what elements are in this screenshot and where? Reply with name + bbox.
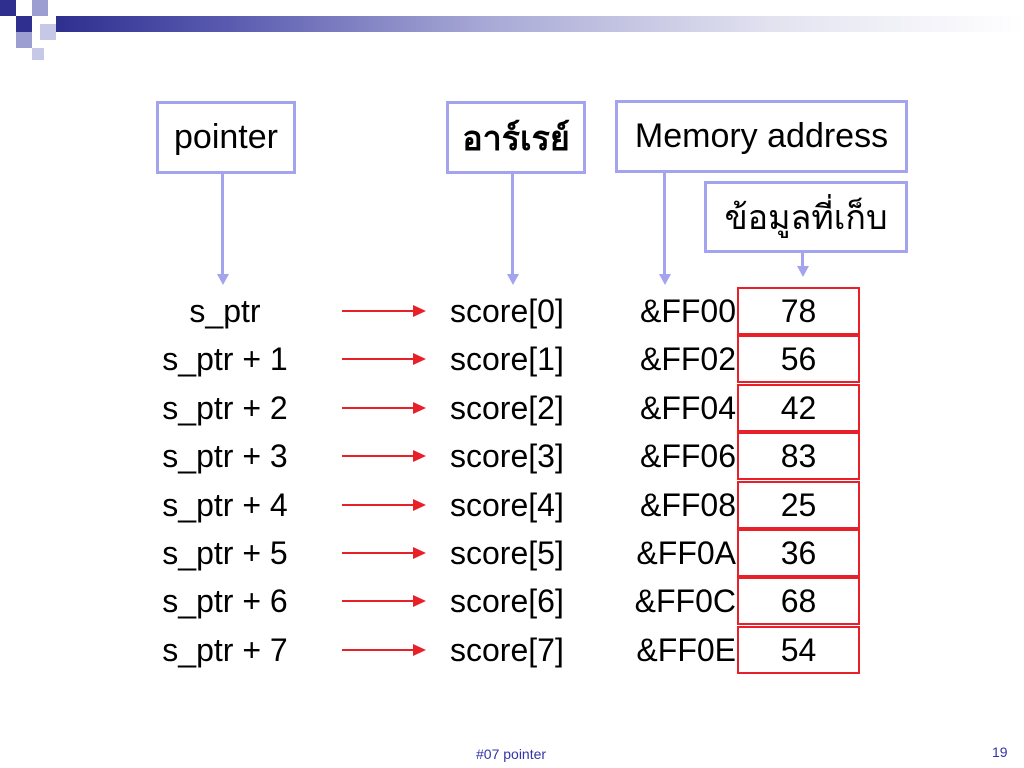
array-connector-arrow-icon xyxy=(507,274,519,285)
stored-data-connector-arrow-icon xyxy=(797,266,809,277)
memory-address-label-box: Memory address xyxy=(615,100,908,173)
memory-address: &FF00 xyxy=(639,293,736,329)
array-element: score[7] xyxy=(450,632,564,668)
points-to-arrow-icon xyxy=(342,644,426,656)
pointer-expression: s_ptr + 4 xyxy=(162,487,288,523)
memory-address-connector-line xyxy=(663,173,666,274)
memory-address: &FF0E xyxy=(636,632,736,668)
memory-address: &FF02 xyxy=(639,341,736,377)
pointer-expression: s_ptr + 3 xyxy=(162,438,288,474)
points-to-arrow-icon xyxy=(342,402,426,414)
stored-value-cell: 83 xyxy=(737,432,860,480)
stored-value-cell: 54 xyxy=(737,626,860,674)
array-element: score[4] xyxy=(450,487,564,523)
array-element: score[1] xyxy=(450,341,564,377)
page-number: 19 xyxy=(992,744,1008,760)
array-element: score[3] xyxy=(450,438,564,474)
array-connector-line xyxy=(511,174,514,274)
stored-data-label-box: ข้อมูลที่เก็บ xyxy=(704,181,908,253)
pointer-connector-arrow-icon xyxy=(217,274,229,285)
pointer-expression: s_ptr + 2 xyxy=(162,390,288,426)
memory-address-label: Memory address xyxy=(634,117,889,155)
memory-address: &FF0C xyxy=(634,583,736,619)
stored-value-cell: 42 xyxy=(737,384,860,432)
stored-value-cell: 68 xyxy=(737,577,860,625)
pointer-expression: s_ptr xyxy=(189,293,261,329)
pointer-connector-line xyxy=(221,174,224,274)
points-to-arrow-icon xyxy=(342,595,426,607)
array-label: อาร์เรย์ xyxy=(462,119,570,158)
memory-address: &FF08 xyxy=(639,487,736,523)
array-element: score[5] xyxy=(450,535,564,571)
header-decoration xyxy=(0,0,80,64)
pointer-expression: s_ptr + 6 xyxy=(162,583,288,619)
stored-value-cell: 78 xyxy=(737,287,860,335)
array-element: score[6] xyxy=(450,583,564,619)
pointer-expression: s_ptr + 1 xyxy=(162,341,288,377)
pointer-expression: s_ptr + 5 xyxy=(162,535,288,571)
memory-address: &FF04 xyxy=(639,390,736,426)
stored-value-cell: 25 xyxy=(737,481,860,529)
header-bar xyxy=(56,16,1024,32)
pointer-expression: s_ptr + 7 xyxy=(162,632,288,668)
stored-data-connector-line xyxy=(801,253,804,267)
memory-address: &FF06 xyxy=(639,438,736,474)
points-to-arrow-icon xyxy=(342,547,426,559)
array-label-box: อาร์เรย์ xyxy=(446,101,586,174)
array-element: score[0] xyxy=(450,293,564,329)
points-to-arrow-icon xyxy=(342,499,426,511)
stored-value-cell: 36 xyxy=(737,529,860,577)
points-to-arrow-icon xyxy=(342,305,426,317)
header-square xyxy=(16,32,32,48)
points-to-arrow-icon xyxy=(342,450,426,462)
footer-title: #07 pointer xyxy=(476,746,547,762)
pointer-label-box: pointer xyxy=(156,101,296,174)
header-square xyxy=(0,0,16,16)
header-square xyxy=(16,16,32,32)
pointer-label: pointer xyxy=(174,118,278,156)
memory-address-connector-arrow-icon xyxy=(659,274,671,285)
stored-data-label: ข้อมูลที่เก็บ xyxy=(724,199,888,237)
memory-address: &FF0A xyxy=(636,535,736,571)
points-to-arrow-icon xyxy=(342,353,426,365)
header-square xyxy=(32,0,48,16)
array-element: score[2] xyxy=(450,390,564,426)
header-square xyxy=(32,48,44,60)
stored-value-cell: 56 xyxy=(737,335,860,383)
header-square xyxy=(40,24,56,40)
